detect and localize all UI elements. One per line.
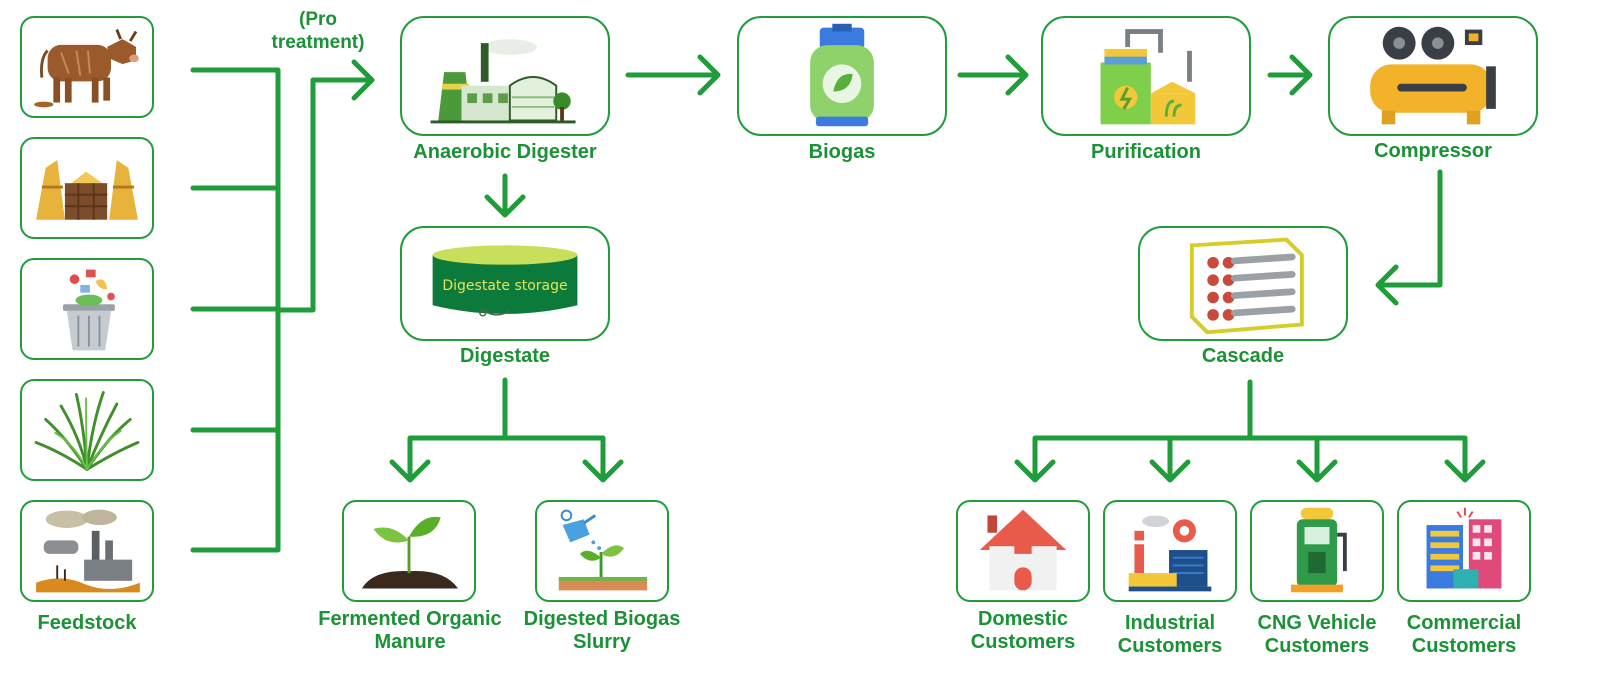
buildings-icon	[1426, 507, 1502, 589]
house-icon	[979, 509, 1067, 591]
grass-icon	[34, 391, 140, 471]
anaerobic-digester-box	[400, 16, 610, 136]
watering-can-icon	[558, 509, 648, 591]
feedstock-bus-line	[190, 67, 281, 553]
hay-icon	[36, 160, 138, 220]
commercial-box	[1397, 500, 1531, 602]
fuel-pump-icon	[1291, 507, 1347, 593]
manure-box	[342, 500, 476, 602]
compressor-to-cascade-arrowhead	[1375, 264, 1399, 306]
biogas-label: Biogas	[808, 141, 876, 163]
commercial-label: Commercial Customers	[1406, 612, 1522, 657]
cascade-split-line	[1032, 379, 1468, 481]
feedstock-hay-box	[20, 137, 154, 239]
cng-label: CNG Vehicle Customers	[1257, 612, 1377, 657]
cng-box	[1250, 500, 1384, 602]
digestate-storage-text: Digestate storage	[442, 278, 568, 294]
compressor-icon	[1370, 26, 1496, 125]
compressor-label: Compressor	[1374, 140, 1492, 162]
manure-label: Fermented Organic Manure	[318, 608, 502, 653]
industrial-box	[1103, 500, 1237, 602]
factory-icon	[1128, 515, 1212, 592]
industrial-label: Industrial Customers	[1117, 612, 1223, 657]
purification-label: Purification	[1090, 141, 1201, 163]
feedstock-waste-box	[20, 258, 154, 360]
waste-bin-icon	[62, 269, 115, 351]
digester-to-digestate-arrowhead	[484, 194, 526, 218]
cylinder-cascade-icon	[1189, 237, 1304, 335]
cow-icon	[34, 28, 139, 108]
pretreatment-label: (Pro treatment)	[271, 9, 365, 53]
slurry-box	[535, 500, 669, 602]
domestic-arrowhead	[1014, 459, 1056, 483]
digestate-label: Digestate	[459, 345, 551, 367]
digester-plant-icon	[430, 39, 576, 124]
manure-arrowhead	[389, 459, 431, 483]
purification-to-compressor-arrowhead	[1289, 54, 1313, 96]
industrial-waste-icon	[36, 509, 140, 593]
cascade-box	[1138, 226, 1348, 341]
feedstock-grass-box	[20, 379, 154, 481]
domestic-box	[956, 500, 1090, 602]
digestate-split-line	[407, 377, 606, 481]
feedstock-label: Feedstock	[37, 612, 137, 634]
gas-cylinder-icon	[810, 23, 874, 127]
anaerobic-digester-label: Anaerobic Digester	[413, 141, 597, 163]
biogas-box	[737, 16, 947, 136]
compressor-to-cascade-line	[1377, 169, 1443, 288]
purification-plant-icon	[1100, 29, 1196, 125]
digestate-storage-box: Digestate storage	[400, 226, 610, 341]
feedstock-to-digester-line	[275, 77, 373, 313]
feedstock-to-digester-arrowhead	[351, 59, 375, 101]
industrial-arrowhead	[1149, 459, 1191, 483]
slurry-arrowhead	[582, 459, 624, 483]
purification-box	[1041, 16, 1251, 136]
domestic-label: Domestic Customers	[970, 608, 1076, 653]
cascade-label: Cascade	[1201, 345, 1285, 367]
storage-tank-icon	[432, 245, 578, 317]
feedstock-cow-box	[20, 16, 154, 118]
digester-to-biogas-arrowhead	[697, 54, 721, 96]
slurry-label: Digested Biogas Slurry	[523, 608, 681, 653]
feedstock-industrial-box	[20, 500, 154, 602]
compressor-box	[1328, 16, 1538, 136]
commercial-arrowhead	[1444, 459, 1486, 483]
biogas-to-purification-arrowhead	[1005, 54, 1029, 96]
sprout-icon	[361, 516, 458, 589]
cng-arrowhead	[1296, 459, 1338, 483]
